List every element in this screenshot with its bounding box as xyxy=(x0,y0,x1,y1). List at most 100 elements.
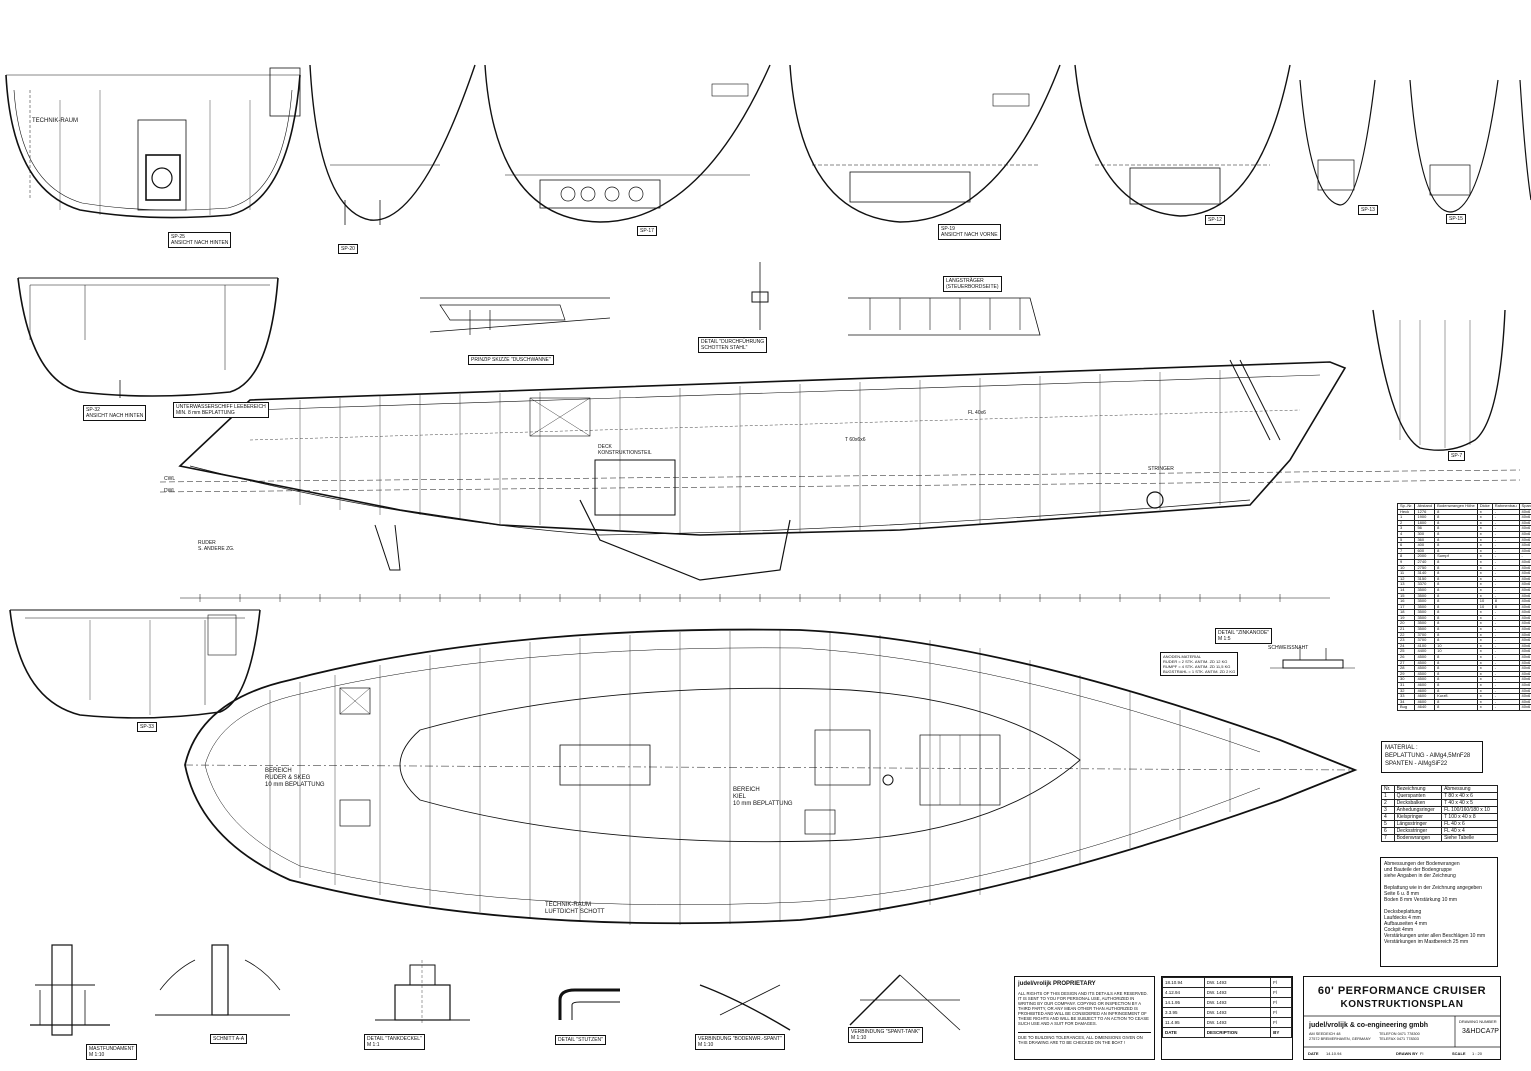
notes-line: siehe Angaben in der Zeichnung xyxy=(1384,873,1456,879)
parts-table-header-cell: Abmessung xyxy=(1441,785,1498,793)
scale-value: 1 : 20 xyxy=(1472,1051,1483,1056)
stutzen-detail xyxy=(558,988,620,1020)
parts-table-cell: T 40 x 40 x 5 xyxy=(1441,799,1498,807)
notes-line: Seite 6 u. 8 mm xyxy=(1384,891,1420,897)
mastfundament-label: MASTFUNDAMENT M 1:10 xyxy=(86,1044,138,1060)
section-sp7 xyxy=(1372,309,1506,451)
kiel-area-label: BEREICH KIEL 10 mm BEPLATTUNG xyxy=(733,787,793,807)
notes-line: Beplattung wie in der Zeichnung angegebe… xyxy=(1384,885,1482,891)
section-sp12 xyxy=(1074,64,1291,217)
title-block: 60' PERFORMANCE CRUISER KONSTRUKTIONSPLA… xyxy=(1303,976,1501,1060)
section-sp20 xyxy=(309,64,476,225)
parts-table-cell: T 100 x 40 x 8 xyxy=(1441,813,1498,821)
parts-table-cell: 2 xyxy=(1381,799,1395,807)
parts-table-cell: Decksstringer xyxy=(1393,827,1443,835)
notes-line: Decksbeplattung xyxy=(1384,909,1422,915)
langstraeger-label: LANGSTRÄGER (STEUERBORDSEITE) xyxy=(943,276,1002,292)
section-sp33 xyxy=(9,609,261,719)
date-value: 14.10.94 xyxy=(1326,1051,1342,1056)
unterwasser-label: UNTERWASSERSCHIFF LEEBEREICH MIN. 8 mm B… xyxy=(173,402,269,418)
frame-table-cell: x xyxy=(1476,704,1493,711)
date-label: DATE xyxy=(1308,1051,1319,1056)
sp13-label: SP-13 xyxy=(1358,205,1378,215)
company-address: AM SEEDEICH 48 27572 BREMERHAVEN, GERMAN… xyxy=(1309,1032,1371,1041)
frame-table-header-cell: Spant xyxy=(1518,503,1531,510)
notes-line: Laufdecks 4 mm xyxy=(1384,915,1421,921)
revision-by: Fl xyxy=(1270,1007,1292,1018)
schweissnaht-label: SCHWEISSNAHT xyxy=(1268,645,1309,651)
langstraeger-detail xyxy=(848,297,1041,336)
material-line2: SPANTEN - AlMgSiF22 xyxy=(1385,761,1448,767)
frame-table-header-cell: Bodenwrangen Höhe xyxy=(1434,503,1478,510)
drawn-value: Fl xyxy=(1420,1051,1424,1056)
profile-frame-lines xyxy=(299,370,1221,535)
tech-plan-label: TECHNIK-RAUM LUFTDICHT SCHOTT xyxy=(545,902,605,915)
sp19-label: SP-19 ANSICHT NACH VORNE xyxy=(938,224,1001,240)
frame-table-header-cell: Rahmenbau xyxy=(1491,503,1520,510)
revision-col-desc: DESCRIPTION xyxy=(1203,1027,1272,1038)
mastfundament-detail xyxy=(30,944,110,1036)
material-heading: MATERIAL : xyxy=(1385,745,1418,751)
parts-table-header-cell: Nr. xyxy=(1381,785,1395,793)
proprietary-heading: judel/vrolijk PROPRIETARY xyxy=(1018,981,1096,987)
stutzen-label: DETAIL "STUTZEN" xyxy=(555,1035,606,1045)
hull-plan-view xyxy=(184,628,1358,925)
parts-table-cell: Decksbalken xyxy=(1393,799,1443,807)
parts-table-cell: 1 xyxy=(1381,792,1395,800)
revision-col-by: BY xyxy=(1270,1027,1292,1038)
schnitt-aa-label: SCHNITT A-A xyxy=(210,1034,248,1044)
title-line2: KONSTRUKTIONSPLAN xyxy=(1340,999,1464,1010)
prinzip-label: PRINZIP SKIZZE "DUSCHWANNE" xyxy=(468,355,554,365)
parts-table-cell: 7 xyxy=(1381,834,1395,842)
drawn-label: DRAWN BY xyxy=(1396,1051,1418,1056)
parts-table-cell: 4 xyxy=(1381,813,1395,821)
parts-table-cell: Längsstringer xyxy=(1393,820,1443,828)
company-name: judel/vrolijk & co-engineering gmbh xyxy=(1309,1022,1429,1029)
deck-bracket-label: DECK KONSTRUKTIONSTEIL xyxy=(598,444,652,456)
section-sp13 xyxy=(1299,79,1376,206)
zinkanode-detail xyxy=(1270,648,1355,669)
sp15-label: SP-15 xyxy=(1446,214,1466,224)
drawing-number-label: DRAWING NUMBER xyxy=(1459,1019,1497,1024)
frame-table-cell: 40x6 xyxy=(1518,704,1531,711)
plan-frame-lines xyxy=(269,630,1231,925)
notes-line: Cockpit 4mm xyxy=(1384,927,1414,933)
parts-table-cell: Kielspringer xyxy=(1393,813,1443,821)
sp25-label: SP-25 ANSICHT NACH HINTEN xyxy=(168,232,232,248)
sp20-label: SP-20 xyxy=(338,244,358,254)
duschwanne-sketch xyxy=(420,297,611,335)
parts-table-cell: Siehe Tabelle xyxy=(1441,834,1498,842)
frame-table-cell: Bug xyxy=(1396,704,1416,711)
dwl-label: DWL xyxy=(164,488,176,494)
sp7-label: SP-7 xyxy=(1448,451,1466,461)
ruder-area-label: BEREICH RUDER & SKEG 10 mm BEPLATTUNG xyxy=(265,768,325,788)
revision-description: DW. 1493 xyxy=(1203,1007,1272,1018)
drawing-number: 3&HDCA7P xyxy=(1462,1028,1499,1035)
material-line1: BEPLATTUNG - AlMg4,5MnF28 xyxy=(1385,753,1471,759)
section-sp19 xyxy=(789,64,1061,223)
notes-line: und Bauteile der Bodengruppe xyxy=(1384,867,1452,873)
spant-tank-detail xyxy=(849,974,961,1031)
ruder-ref-label: RUDER S. ANDERE ZG. xyxy=(198,540,235,552)
